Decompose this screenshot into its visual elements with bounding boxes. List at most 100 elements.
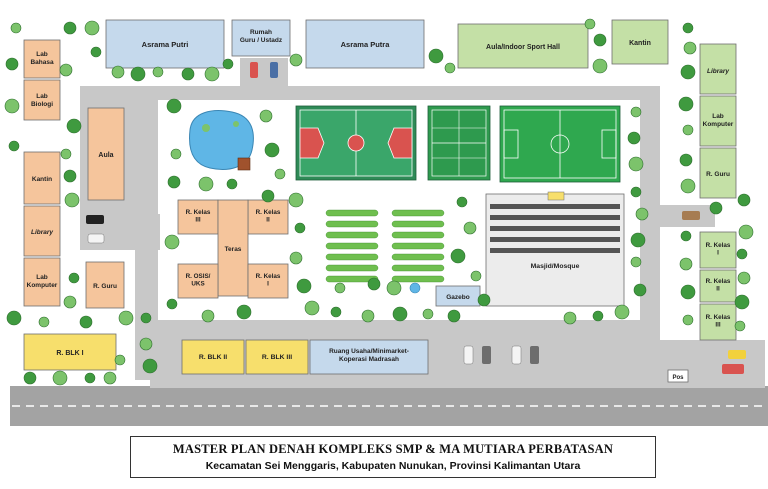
fountain [409, 282, 421, 294]
mosque-row [490, 226, 620, 231]
tree [630, 186, 642, 198]
label-r-blk-1: R. BLK I [56, 350, 83, 357]
crop-row [391, 242, 445, 250]
tree [422, 308, 434, 320]
building-r-guru-left: R. Guru [85, 261, 125, 309]
tree [114, 354, 126, 366]
building-kantin-right: Kantin [611, 19, 669, 65]
tree [139, 337, 153, 351]
pond-hut [237, 157, 251, 171]
tree [4, 98, 20, 114]
label-masjid: Masjid/Mosque [531, 263, 580, 270]
label-teras: Teras [225, 246, 242, 253]
car-brown [682, 211, 700, 220]
building-r-osis: R. OSIS/UKS [177, 263, 219, 299]
tree [627, 131, 641, 145]
trees [4, 18, 754, 386]
car-white-3 [511, 345, 522, 365]
tree [66, 118, 82, 134]
tree [734, 294, 750, 310]
tree [6, 310, 22, 326]
tree [23, 371, 37, 385]
car-black [86, 215, 104, 224]
label-library-right: Library [707, 68, 729, 75]
tree [5, 57, 19, 71]
tree [201, 309, 215, 323]
crop-row [391, 264, 445, 272]
tree [593, 33, 607, 47]
tree [289, 251, 303, 265]
tree [90, 46, 102, 58]
tree [60, 148, 72, 160]
tree [296, 278, 312, 294]
tree [682, 124, 694, 136]
tree [166, 298, 178, 310]
main-road [10, 386, 768, 426]
mosque-row [490, 237, 620, 242]
tree [614, 304, 630, 320]
tree [630, 232, 646, 248]
tree [152, 66, 164, 78]
tree [682, 314, 694, 326]
tree [304, 300, 320, 316]
building-aula-indoor: Aula/Indoor Sport Hall [457, 23, 589, 69]
tree [592, 310, 604, 322]
crop-row [325, 242, 379, 250]
tree [680, 64, 696, 80]
tree [84, 372, 96, 384]
tree [204, 66, 220, 82]
building-asrama-putra: Asrama Putra [305, 19, 425, 69]
crop-row [391, 275, 445, 283]
plan-subtitle: Kecamatan Sei Menggaris, Kabupaten Nunuk… [205, 460, 581, 472]
building-pos: Pos [667, 369, 689, 383]
basketball-court [295, 105, 417, 181]
tree [63, 169, 77, 183]
tree [386, 280, 402, 296]
tree [630, 256, 642, 268]
tree [635, 207, 649, 221]
crop-row [325, 253, 379, 261]
tree [678, 96, 694, 112]
tree [630, 106, 642, 118]
building-asrama-putri: Asrama Putri [105, 19, 225, 69]
tree [334, 282, 346, 294]
south-drive-right [450, 340, 660, 388]
label-asrama-putri: Asrama Putri [142, 40, 189, 49]
building-teras: Teras [217, 199, 249, 297]
tree [470, 270, 482, 282]
tree [164, 234, 180, 250]
label-pos: Pos [672, 375, 684, 381]
label-r-osis: R. OSIS/UKS [186, 273, 211, 288]
label-r-guru-right: R. Guru [706, 171, 730, 178]
building-masjid: Masjid/Mosque [485, 191, 625, 307]
tree [680, 230, 692, 242]
title-box: MASTER PLAN DENAH KOMPLEKS SMP & MA MUTI… [130, 436, 656, 478]
tree [392, 306, 408, 322]
tree [226, 178, 238, 190]
tree [38, 316, 50, 328]
tree [680, 284, 696, 300]
label-r-guru-left: R. Guru [93, 283, 117, 290]
label-r-blk-3: R. BLK III [262, 354, 292, 361]
label-asrama-putra: Asrama Putra [341, 40, 391, 49]
building-gazebo: Gazebo [435, 285, 481, 307]
tree [170, 148, 182, 160]
crop-row [325, 264, 379, 272]
tree [738, 224, 754, 240]
crop-row [391, 220, 445, 228]
building-kantin-left: Kantin [23, 151, 61, 205]
tree [737, 193, 751, 207]
tree [59, 63, 73, 77]
tree [680, 178, 696, 194]
